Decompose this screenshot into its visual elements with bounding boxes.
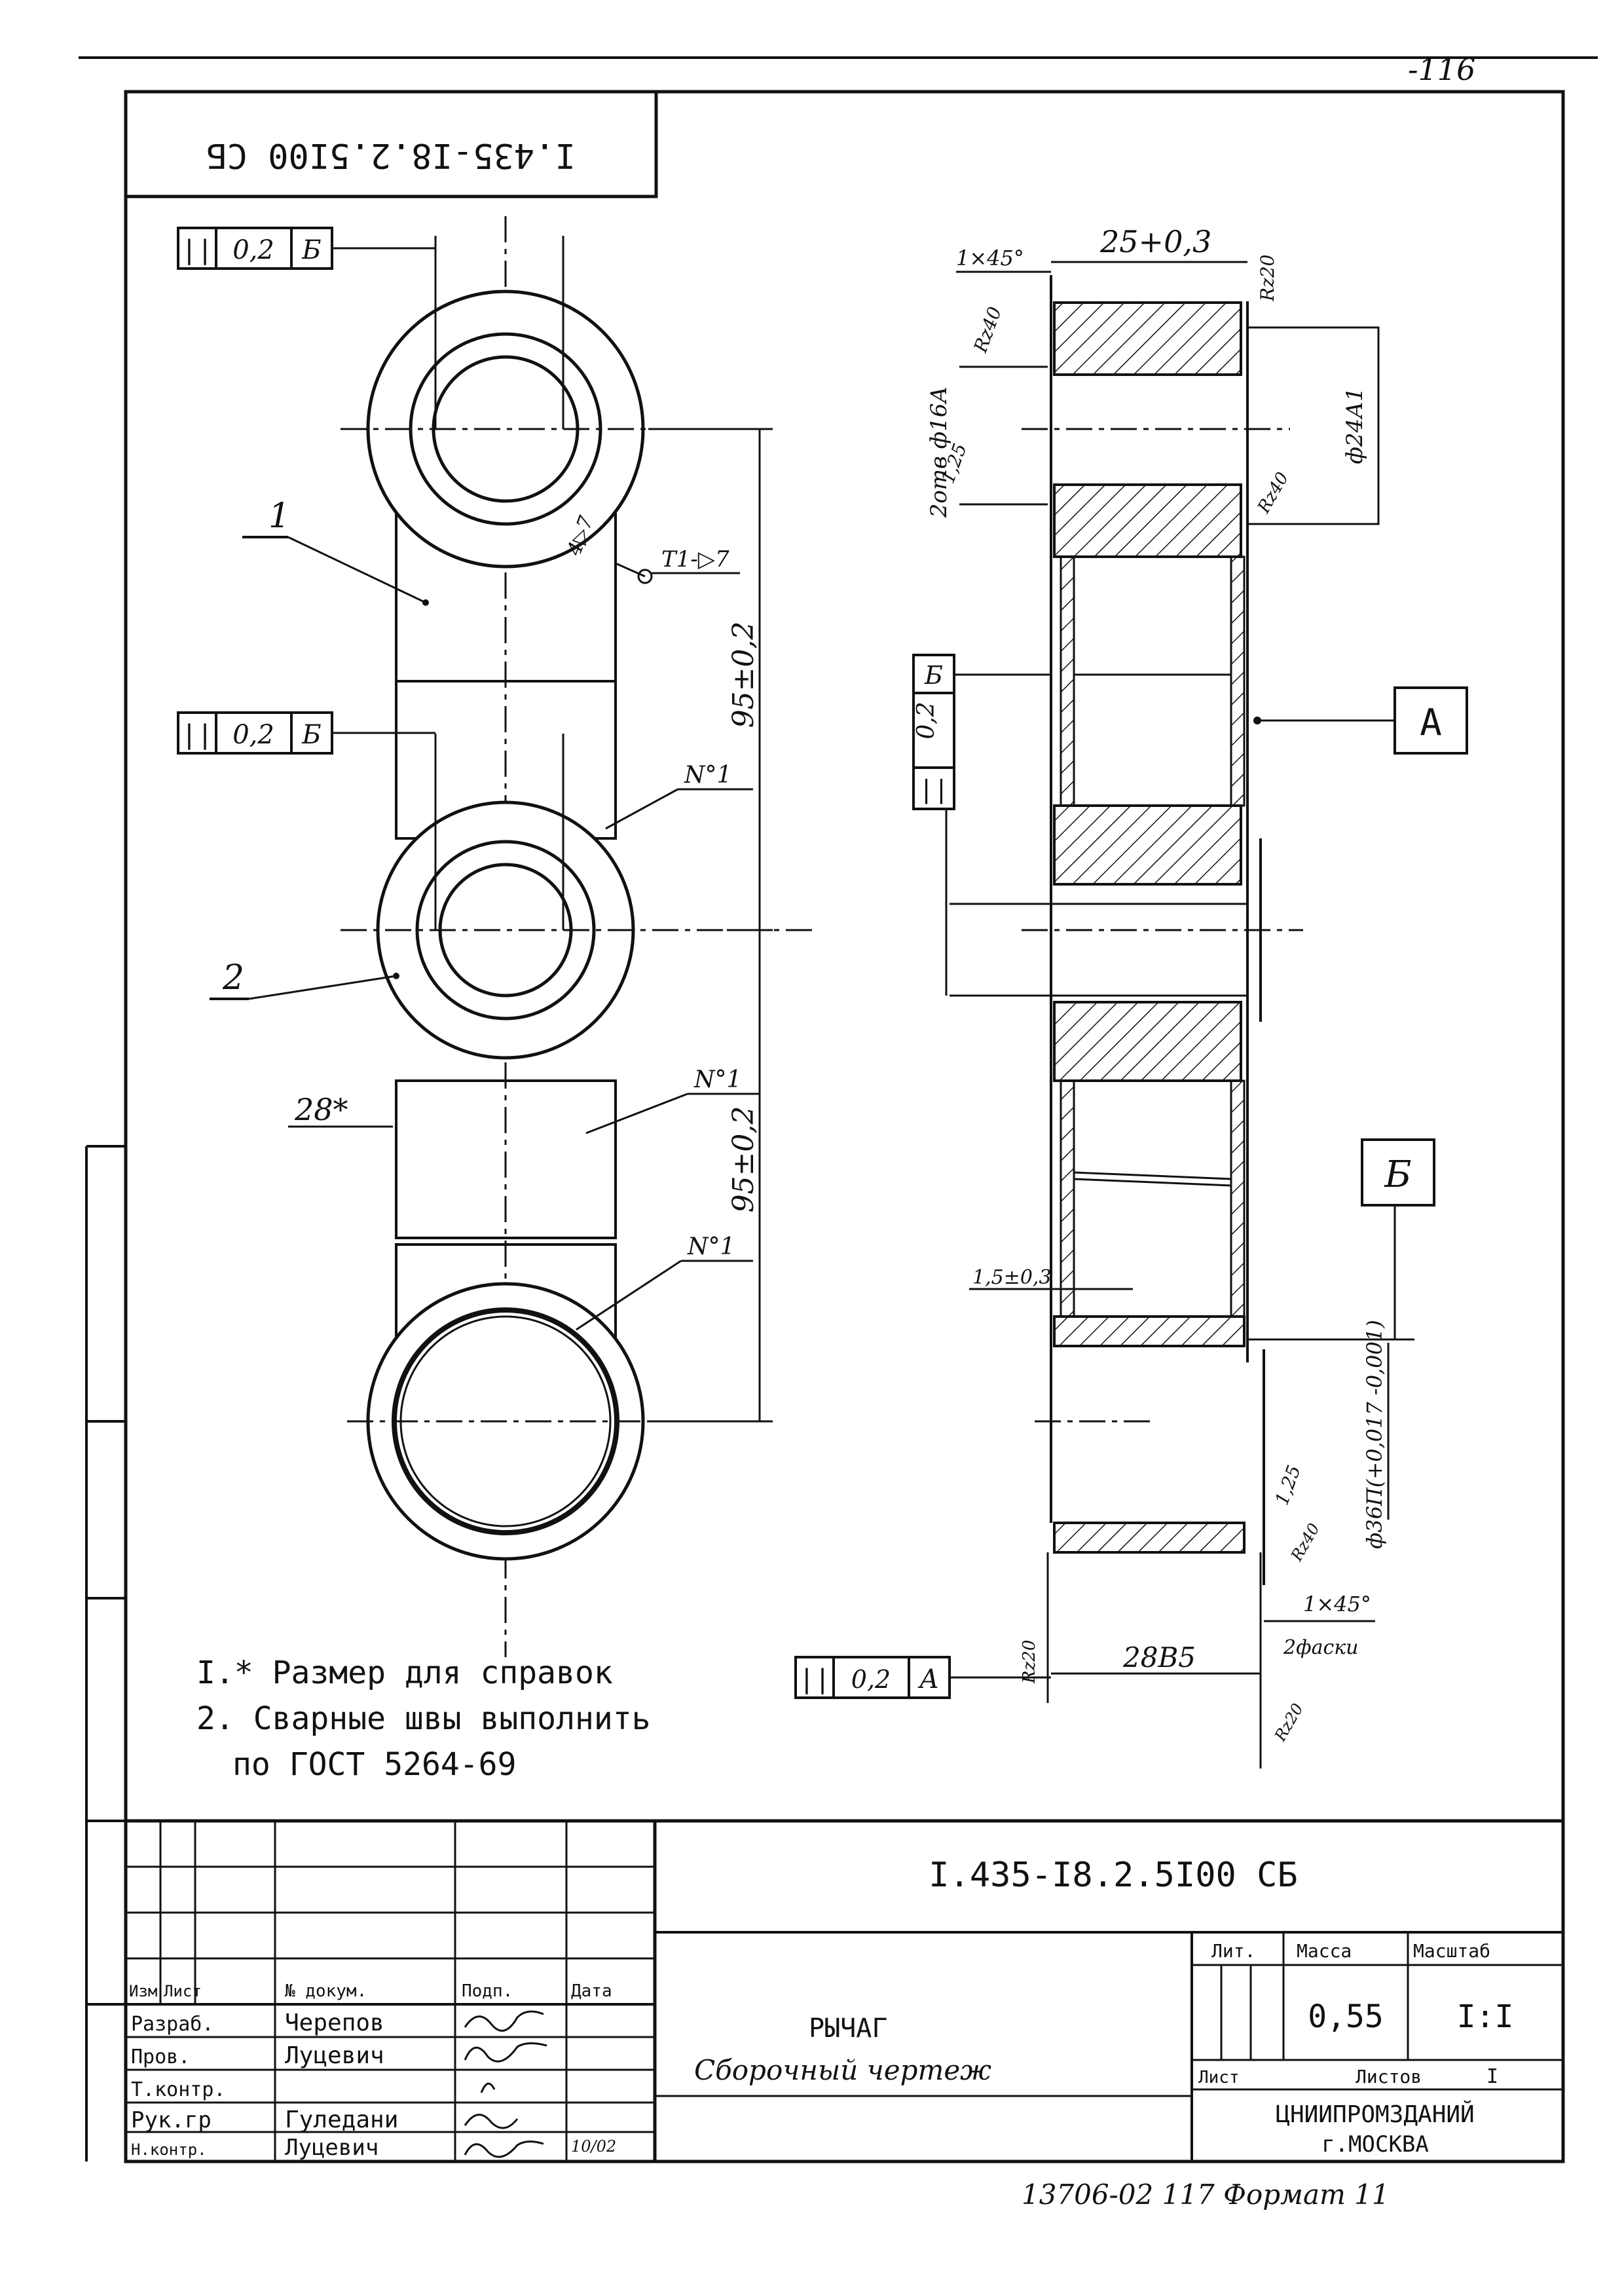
role-tkontr: Т.контр. [131,2078,226,2101]
datum-b-label: Б [1384,1153,1411,1196]
svg-text:Б: Б [924,661,943,690]
tolerance-frame-4: || 0,2 А [794,1656,1051,1699]
role-rukgr: Рук.гр [131,2107,212,2133]
doc-number: I.435-I8.2.5I00 СБ [929,1856,1298,1895]
dim-95-upper: 95±0,2 [727,622,760,728]
svg-text:||: || [181,720,213,750]
mass-label: Масса [1297,1940,1352,1962]
role-razrab: Разраб. [131,2013,213,2036]
side-view: А Б ф36П(+0,017 -0,001) 25+0,3 1×45° Rz2 [926,224,1468,1768]
datum-b-box [1361,1138,1435,1206]
stamp-top-box [124,90,658,198]
chamfer-top: 1×45° [956,246,1024,271]
svg-text:||: || [181,235,213,265]
left-margin-strip [85,1145,126,2161]
dim-28-bottom: 28B5 [1122,1641,1196,1674]
dim-95-lower: 95±0,2 [727,1106,760,1213]
role-prov: Пров. [131,2046,190,2068]
name-rukgr: Гуледани [285,2106,398,2133]
holes-note: 2отв ф16А [926,386,952,519]
svg-text:0,2: 0,2 [232,720,274,750]
tolerance-frame-2: || 0,2 Б [177,711,435,755]
svg-text:||: || [799,1664,830,1694]
chamfer-bot: 1×45° [1303,1592,1371,1617]
stamp-top-text: I.435-I8.2.5I00 СБ [206,136,576,175]
position-1: 1 [268,496,290,536]
position-2: 2 [222,958,244,998]
rough-top-right: Rz20 [1257,255,1278,302]
sheets-label: Листов [1356,2066,1422,2087]
tolerance-frame-3: Б 0,2 || [912,654,955,810]
note-2: 2. Сварные швы выполнить [196,1700,651,1737]
dim-28-ref: 28* [294,1092,348,1127]
weld-no1-a: N°1 [684,762,731,789]
datum-a-label: А [1420,701,1442,744]
svg-text:А: А [917,1664,939,1694]
product-subtitle: Сборочный чертеж [694,2054,991,2086]
lit-label: Лит. [1211,1940,1255,1962]
weld-no1-b: N°1 [693,1066,741,1093]
rough-125-bot: 1,25 [1271,1463,1305,1508]
svg-text:||: || [919,775,949,804]
name-prov: Луцевич [285,2042,384,2069]
svg-text:0,2: 0,2 [913,701,940,739]
rough-r40-bot: Rz40 [1287,1520,1323,1565]
product-name: РЫЧАГ [809,2013,887,2044]
scale-value: I:I [1457,1998,1514,2035]
hdr-data: Дата [571,1981,612,2001]
signature-5 [464,2141,544,2158]
signature-4 [464,2114,519,2129]
footer-note: 13706-02 117 Формат 11 [1022,2179,1390,2211]
bore-24: ф24А1 [1342,387,1368,464]
svg-text:Б: Б [301,235,321,265]
dim-bore-36: ф36П(+0,017 -0,001) [1362,1320,1387,1549]
svg-text:Б: Б [301,720,321,750]
hdr-izm: Изм [129,1982,157,2000]
tube-wall-dim: 1,5±0,3 [972,1266,1052,1289]
role-nkontr: Н.контр. [131,2141,207,2159]
sheet-label: Лист [1198,2068,1240,2087]
hdr-ndoc: № докум. [285,1981,367,2001]
org-line-1: ЦНИИПРОМЗДАНИЙ [1276,2101,1474,2128]
org-line-2: г.МОСКВА [1321,2131,1429,2158]
notes-block: I.* Размер для справок 2. Сварные швы вы… [196,1655,651,1783]
signature-2 [464,2042,547,2063]
sheets-value: I [1486,2065,1498,2088]
svg-text:0,2: 0,2 [232,235,274,265]
corner-number: -116 [1408,52,1475,87]
front-view: 95±0,2 95±0,2 4▷7 T1-▷7 N°1 N°1 N°1 1 2 … [210,216,812,1657]
datum-a-box [1393,686,1468,755]
dim-25-top: 25+0,3 [1099,224,1211,259]
rough-bot-right: Rz20 [1270,1700,1306,1745]
note-1: I.* Размер для справок [196,1655,613,1691]
signature-1 [464,2010,544,2032]
signature-3 [480,2082,496,2093]
rough-top-left: Rz40 [969,304,1006,356]
rough-r40-top: Rz40 [1254,469,1293,517]
hdr-podp: Подп. [462,1981,513,2001]
svg-text:0,2: 0,2 [851,1665,891,1694]
name-razrab: Черепов [285,2010,384,2036]
title-block: Изм Лист № докум. Подп. Дата Разраб. Чер… [126,1819,1563,2163]
note-3: по ГОСТ 5264-69 [232,1746,516,1783]
weld-no1-c: N°1 [687,1233,735,1260]
name-nkontr: Луцевич [285,2135,378,2161]
tolerance-frame-1: || 0,2 Б [177,227,435,270]
chamfer-bot-count: 2фаски [1283,1636,1359,1659]
hdr-list: Лист [164,1982,202,2000]
date-nkontr: 10/02 [571,2137,616,2156]
weld-mark: T1-▷7 [661,546,729,572]
scale-label: Масштаб [1413,1940,1490,1962]
mass-value: 0,55 [1308,1998,1384,2035]
